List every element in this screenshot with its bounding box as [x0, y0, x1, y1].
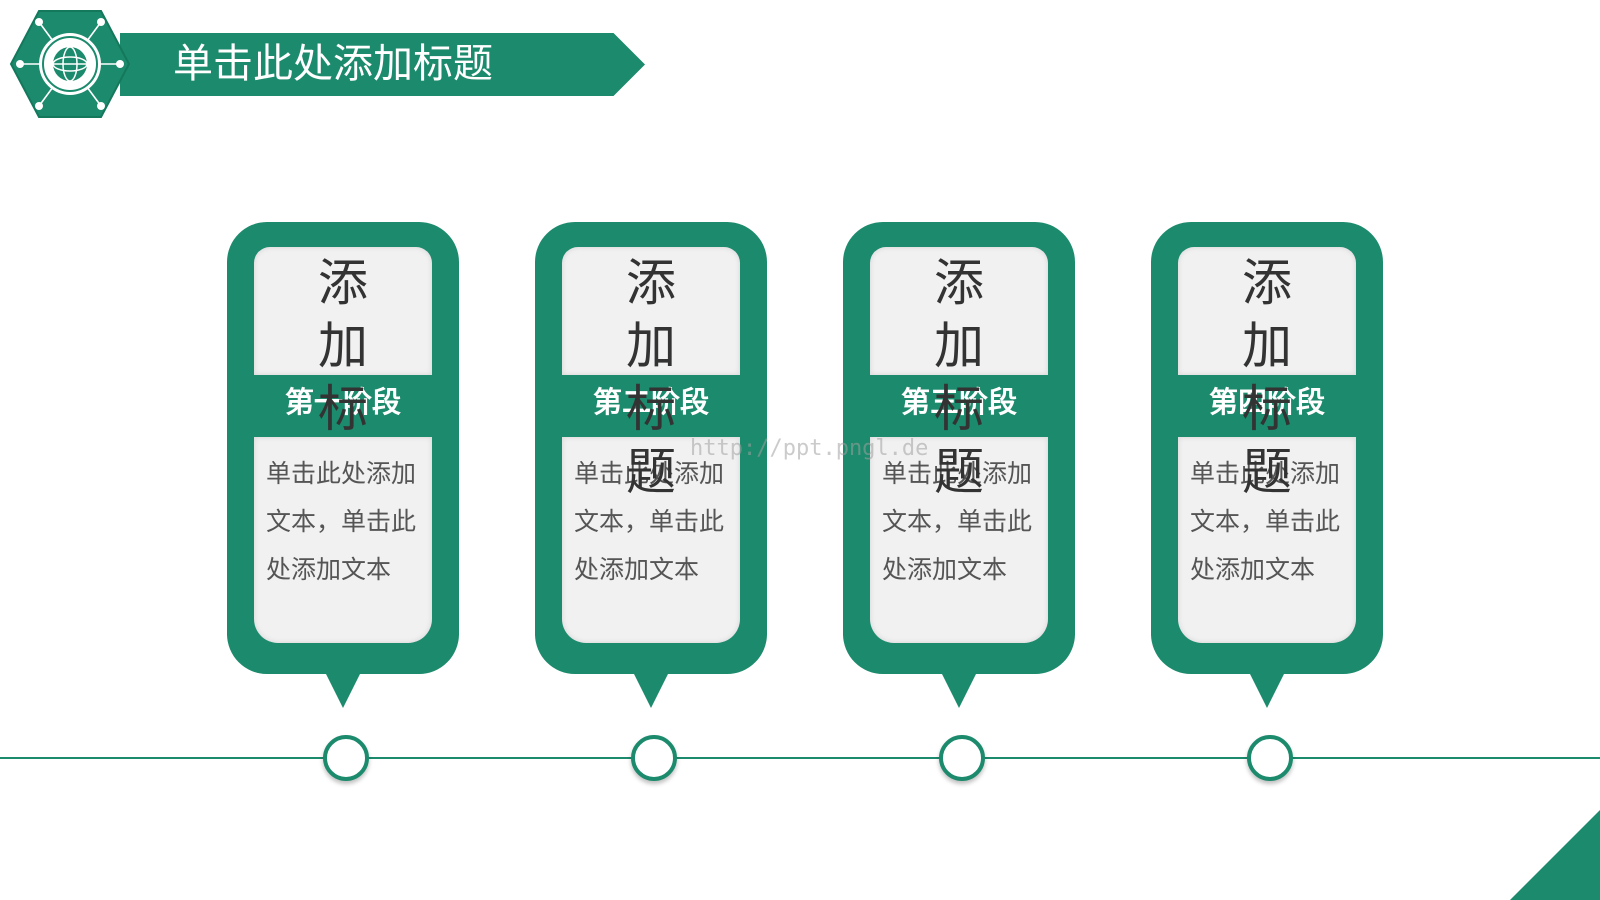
card-pointer [633, 672, 669, 708]
timeline-node [1247, 735, 1293, 781]
card-panel-top [870, 247, 1048, 375]
card-panel-bottom [870, 437, 1048, 643]
stage-label[interactable]: 第一阶段 [284, 385, 401, 419]
card-vertical-title[interactable]: 添 加 标 [318, 254, 368, 438]
timeline-node [939, 735, 985, 781]
corner-decoration [1510, 810, 1600, 900]
timeline-node [631, 735, 677, 781]
card-panel-top [1178, 247, 1356, 375]
card-vertical-title[interactable]: 添 加 标 题 [1242, 254, 1292, 501]
card-body-text[interactable]: 单击此处添加文本，单击此处添加文本 [574, 459, 725, 584]
hexagon-logo-icon [9, 10, 131, 118]
card-vertical-title[interactable]: 添 加 标 题 [934, 254, 984, 501]
timeline-node [323, 735, 369, 781]
stage-label[interactable]: 第三阶段 [900, 385, 1017, 419]
watermark-text: http://ppt.pngl.de [690, 436, 929, 461]
card-pointer [325, 672, 361, 708]
card-panel-top [254, 247, 432, 375]
card-body-text[interactable]: 单击此处添加文本，单击此处添加文本 [1190, 459, 1341, 584]
stage-card-3: 添 加 标 题 第三阶段 单击此处添加文本，单击此处添加文本 [843, 222, 1075, 708]
card-pointer [1249, 672, 1285, 708]
title-banner [120, 33, 645, 96]
stage-card-1: 添 加 标 第一阶段 单击此处添加文本，单击此处添加文本 [227, 222, 459, 708]
stage-label[interactable]: 第二阶段 [592, 385, 709, 419]
card-pointer [941, 672, 977, 708]
card-body-text[interactable]: 单击此处添加文本，单击此处添加文本 [882, 459, 1033, 584]
card-panel-bottom [562, 437, 740, 643]
card-panel-top [562, 247, 740, 375]
page-title[interactable]: 单击此处添加标题 [173, 41, 493, 87]
stage-card-2: 添 加 标 题 第二阶段 单击此处添加文本，单击此处添加文本 [535, 222, 767, 708]
card-body-text[interactable]: 单击此处添加文本，单击此处添加文本 [266, 459, 417, 584]
card-panel-bottom [254, 437, 432, 643]
stage-card-4: 添 加 标 题 第四阶段 单击此处添加文本，单击此处添加文本 [1151, 222, 1383, 708]
card-panel-bottom [1178, 437, 1356, 643]
stage-label[interactable]: 第四阶段 [1208, 385, 1325, 419]
timeline-line [0, 757, 1600, 759]
card-vertical-title[interactable]: 添 加 标 题 [626, 254, 676, 501]
